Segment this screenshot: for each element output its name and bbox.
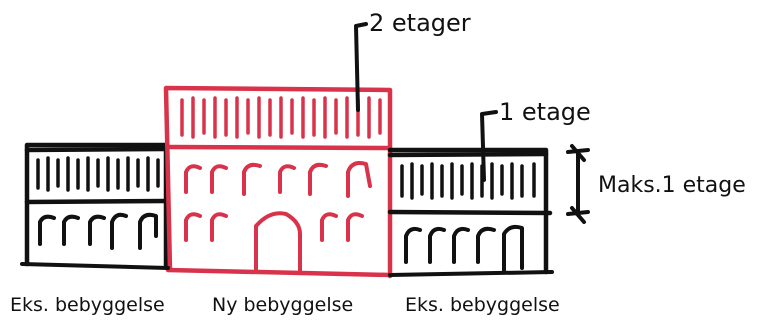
leader-two-floors xyxy=(354,22,368,112)
existing-left-windows xyxy=(38,212,158,250)
annotation-one-floor: 1 etage xyxy=(480,98,591,182)
new-building xyxy=(163,85,393,279)
new-building-roof-hatching xyxy=(180,96,382,139)
new-building-door xyxy=(254,211,302,274)
new-building-upper-windows xyxy=(184,161,372,198)
existing-right-roof-hatching xyxy=(400,162,536,200)
existing-right-outline xyxy=(387,147,549,275)
new-building-floor-line xyxy=(165,144,393,151)
annotation-max-height: Maks.1 etage xyxy=(566,144,746,224)
new-building-ground-line xyxy=(165,267,393,278)
label-new-building: Ny bebyggelse xyxy=(212,294,353,316)
annotation-two-floors: 2 etager xyxy=(354,9,471,112)
max-height-dimension-line xyxy=(566,144,590,224)
existing-left-roof-hatching xyxy=(36,156,160,192)
existing-building-right xyxy=(387,147,553,275)
label-existing-left: Eks. bebyggelse xyxy=(10,294,165,316)
label-max-one-floor: Maks.1 etage xyxy=(598,173,746,198)
label-two-floors: 2 etager xyxy=(369,9,471,37)
label-one-floor: 1 etage xyxy=(499,98,591,126)
leader-one-floor xyxy=(480,110,498,182)
label-existing-right: Eks. bebyggelse xyxy=(405,294,560,316)
existing-right-roof-line xyxy=(387,151,549,158)
new-building-lower-windows xyxy=(184,212,364,242)
existing-left-floor-line xyxy=(24,198,169,205)
new-building-outline xyxy=(163,85,393,279)
existing-right-floor-line xyxy=(387,209,553,216)
existing-building-left xyxy=(24,142,169,269)
existing-left-outline xyxy=(24,142,169,269)
existing-left-roof-line xyxy=(24,146,169,153)
ground-line xyxy=(20,262,554,277)
existing-right-windows xyxy=(404,224,524,272)
